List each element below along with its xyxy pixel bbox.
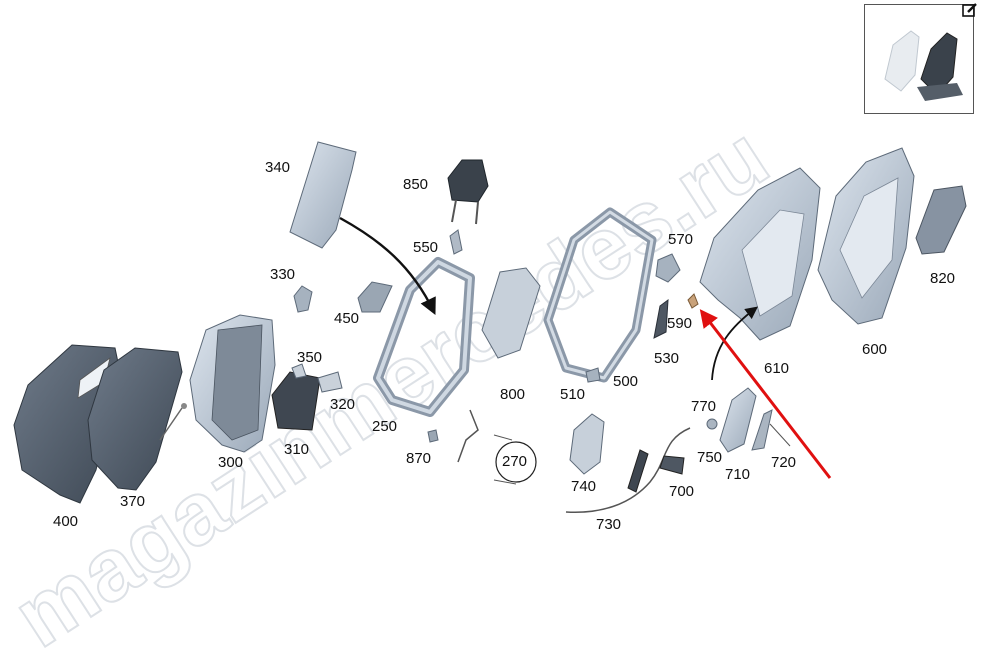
group-marker-270 <box>495 441 537 483</box>
arrow-black-2 <box>711 306 759 381</box>
part-850-headrest[interactable] <box>447 159 489 225</box>
part-870-screw[interactable] <box>427 429 439 443</box>
label-400[interactable]: 400 <box>53 513 79 530</box>
label-700[interactable]: 700 <box>669 483 695 500</box>
arrow-black-1 <box>339 216 436 316</box>
label-250[interactable]: 250 <box>372 418 398 435</box>
label-270[interactable]: 270 <box>502 453 528 470</box>
part-720-trim[interactable] <box>751 409 791 451</box>
part-370-back-panel[interactable] <box>87 347 187 491</box>
label-340[interactable]: 340 <box>265 159 291 176</box>
label-590[interactable]: 590 <box>667 315 693 332</box>
part-610-backrest-shell[interactable] <box>699 167 821 341</box>
label-330[interactable]: 330 <box>270 266 296 283</box>
label-570[interactable]: 570 <box>668 231 694 248</box>
part-530-lever[interactable] <box>653 298 669 339</box>
thumbnail-seat-icon <box>884 30 963 101</box>
label-850[interactable]: 850 <box>403 176 429 193</box>
part-450-cover[interactable] <box>357 281 393 313</box>
part-590-clip[interactable] <box>687 293 699 309</box>
part-570-mechanism[interactable] <box>655 253 681 283</box>
part-550-guide[interactable] <box>449 229 463 255</box>
label-820[interactable]: 820 <box>930 270 956 287</box>
label-800[interactable]: 800 <box>500 386 526 403</box>
part-700-control-unit[interactable] <box>659 455 685 475</box>
part-250-backrest-frame[interactable] <box>373 257 475 417</box>
label-750[interactable]: 750 <box>697 449 723 466</box>
label-720[interactable]: 720 <box>771 454 797 471</box>
label-350[interactable]: 350 <box>297 349 323 366</box>
part-320-clip[interactable] <box>317 371 343 393</box>
label-610[interactable]: 610 <box>764 360 790 377</box>
part-820-panel[interactable] <box>915 185 967 255</box>
part-350-clip[interactable] <box>291 363 307 379</box>
part-510-bracket[interactable] <box>585 367 601 383</box>
part-310-module[interactable] <box>271 371 321 431</box>
part-710-side-panel[interactable] <box>719 387 757 453</box>
part-750-screw[interactable] <box>706 418 718 430</box>
label-500[interactable]: 500 <box>613 373 639 390</box>
part-730-harness[interactable] <box>565 427 691 514</box>
label-530[interactable]: 530 <box>654 350 680 367</box>
part-500-backrest-structure[interactable] <box>543 207 657 383</box>
part-740-airbag[interactable] <box>569 413 649 493</box>
label-770[interactable]: 770 <box>691 398 717 415</box>
label-710[interactable]: 710 <box>725 466 751 483</box>
part-300-back-foam[interactable] <box>189 314 276 453</box>
part-270-wiring[interactable] <box>457 409 517 485</box>
label-600[interactable]: 600 <box>862 341 888 358</box>
seat-thumbnail[interactable] <box>864 4 974 114</box>
part-800-panel[interactable] <box>481 267 541 359</box>
label-450[interactable]: 450 <box>334 310 360 327</box>
edit-icon[interactable] <box>962 2 978 18</box>
arrow-red <box>699 309 832 479</box>
label-550[interactable]: 550 <box>413 239 439 256</box>
label-510[interactable]: 510 <box>560 386 586 403</box>
part-330-adjuster[interactable] <box>293 285 313 313</box>
label-870[interactable]: 870 <box>406 450 432 467</box>
label-320[interactable]: 320 <box>330 396 356 413</box>
label-730[interactable]: 730 <box>596 516 622 533</box>
label-370[interactable]: 370 <box>120 493 146 510</box>
part-600-backrest-shell[interactable] <box>817 147 915 325</box>
part-340-back-insert[interactable] <box>289 141 357 249</box>
label-310[interactable]: 310 <box>284 441 310 458</box>
label-300[interactable]: 300 <box>218 454 244 471</box>
label-740[interactable]: 740 <box>571 478 597 495</box>
